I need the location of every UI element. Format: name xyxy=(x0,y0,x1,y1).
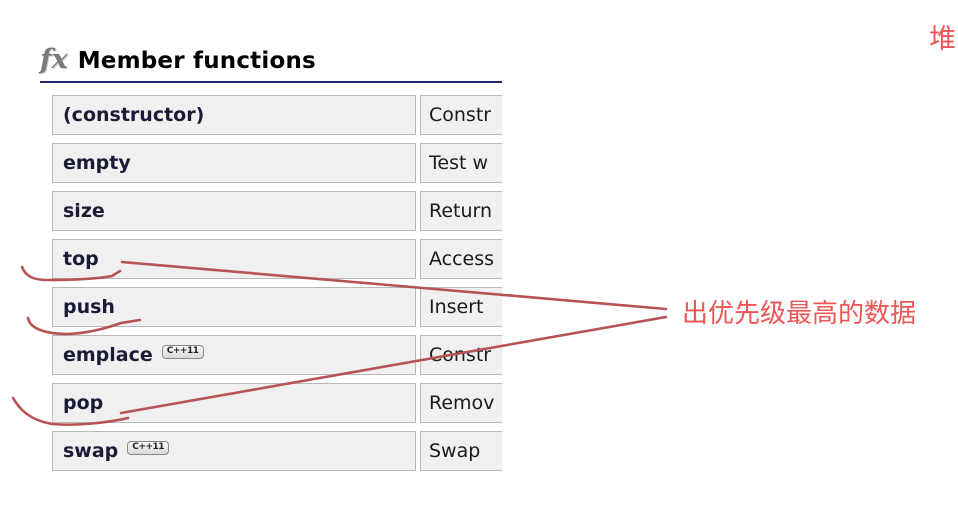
description-cell: Swap xyxy=(420,431,502,471)
function-cell[interactable]: top xyxy=(52,239,416,279)
function-description: Swap xyxy=(429,440,481,462)
function-description: Return xyxy=(429,200,493,222)
table-row: (constructor) Constr xyxy=(52,95,502,135)
cpp11-badge: C++11 xyxy=(161,345,204,359)
member-functions-header: fx Member functions xyxy=(40,44,502,83)
table-row: pop Remov xyxy=(52,383,502,423)
member-table: (constructor) Constr empty Test w size xyxy=(52,95,502,479)
function-cell[interactable]: size xyxy=(52,191,416,231)
section-title: Member functions xyxy=(77,48,316,74)
cpp11-badge: C++11 xyxy=(127,441,170,455)
function-link[interactable]: (constructor) xyxy=(63,104,205,126)
function-icon: fx xyxy=(40,44,68,75)
description-cell: Test w xyxy=(420,143,502,183)
function-cell[interactable]: (constructor) xyxy=(52,95,416,135)
description-cell: Return xyxy=(420,191,502,231)
description-cell: Access xyxy=(420,239,502,279)
function-description: Test w xyxy=(429,152,488,174)
function-cell[interactable]: swap C++11 xyxy=(52,431,416,471)
table-row: top Access xyxy=(52,239,502,279)
heap-label: 堆 xyxy=(929,24,956,55)
function-cell[interactable]: emplace C++11 xyxy=(52,335,416,375)
annotation-note: 出优先级最高的数据 xyxy=(682,299,917,329)
table-row: empty Test w xyxy=(52,143,502,183)
function-link[interactable]: pop xyxy=(63,392,104,414)
function-link[interactable]: emplace xyxy=(63,344,153,366)
table-row: emplace C++11 Constr xyxy=(52,335,502,375)
function-cell[interactable]: push xyxy=(52,287,416,327)
function-link[interactable]: push xyxy=(63,296,115,318)
function-description: Remov xyxy=(429,392,495,414)
function-link[interactable]: empty xyxy=(63,152,131,174)
description-cell: Constr xyxy=(420,95,502,135)
function-description: Insert xyxy=(429,296,484,318)
function-cell[interactable]: pop xyxy=(52,383,416,423)
function-link[interactable]: top xyxy=(63,248,99,270)
function-cell[interactable]: empty xyxy=(52,143,416,183)
function-link[interactable]: size xyxy=(63,200,105,222)
header-divider xyxy=(40,81,502,83)
table-row: size Return xyxy=(52,191,502,231)
function-link[interactable]: swap xyxy=(63,440,119,462)
table-row: swap C++11 Swap xyxy=(52,431,502,471)
function-description: Constr xyxy=(429,344,492,366)
table-row: push Insert xyxy=(52,287,502,327)
function-description: Constr xyxy=(429,104,492,126)
description-cell: Insert xyxy=(420,287,502,327)
description-cell: Remov xyxy=(420,383,502,423)
function-description: Access xyxy=(429,248,495,270)
description-cell: Constr xyxy=(420,335,502,375)
